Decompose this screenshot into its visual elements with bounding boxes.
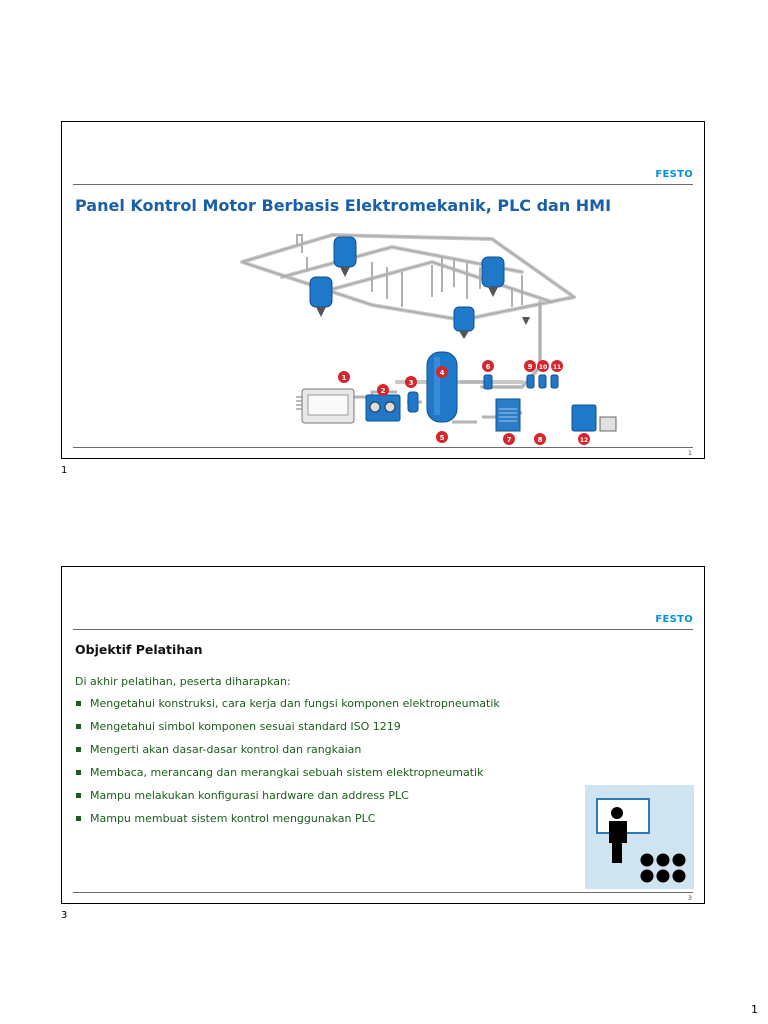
page-number: 1 xyxy=(751,1003,758,1016)
marker-2: 2 xyxy=(381,387,386,395)
bullet-square-icon xyxy=(76,793,81,798)
marker-4: 4 xyxy=(440,369,445,377)
presenter-audience-icon xyxy=(585,785,694,889)
marker-5: 5 xyxy=(440,434,445,442)
header-rule xyxy=(73,184,693,185)
slide-1-title: Panel Kontrol Motor Berbasis Elektromeka… xyxy=(75,196,612,215)
header-rule xyxy=(73,629,693,630)
marker-10: 10 xyxy=(539,364,547,371)
bullet-square-icon xyxy=(76,816,81,821)
marker-9: 9 xyxy=(528,363,533,371)
bullet-square-icon xyxy=(76,701,81,706)
list-item: Mengetahui konstruksi, cara kerja dan fu… xyxy=(75,697,500,720)
slide-1: FESTO Panel Kontrol Motor Berbasis Elekt… xyxy=(61,121,705,459)
bullet-square-icon xyxy=(76,770,81,775)
handout-number-1: 1 xyxy=(61,465,68,476)
marker-12: 12 xyxy=(580,437,588,444)
handout-number-3: 3 xyxy=(61,910,68,921)
marker-11: 11 xyxy=(553,364,561,371)
marker-1: 1 xyxy=(342,374,347,382)
slide-3-intro: Di akhir pelatihan, peserta diharapkan: xyxy=(75,675,291,688)
slide-3-page-number: 3 xyxy=(688,895,692,902)
compressed-air-system-diagram: 1 2 3 4 5 6 7 8 9 10 11 12 xyxy=(240,233,617,445)
slide-1-page-number: 1 xyxy=(688,450,692,457)
footer-rule xyxy=(73,892,693,893)
diagram-markers: 1 2 3 4 5 6 7 8 9 10 11 12 xyxy=(338,360,590,445)
festo-logo: FESTO xyxy=(655,614,693,625)
festo-logo: FESTO xyxy=(655,169,693,180)
marker-6: 6 xyxy=(486,363,491,371)
list-item: Mampu membuat sistem kontrol menggunakan… xyxy=(75,812,500,835)
bullet-square-icon xyxy=(76,724,81,729)
slide-3: FESTO Objektif Pelatihan Di akhir pelati… xyxy=(61,566,705,904)
list-item: Mengetahui simbol komponen sesuai standa… xyxy=(75,720,500,743)
slide-3-title: Objektif Pelatihan xyxy=(75,642,203,657)
footer-rule xyxy=(73,447,693,448)
marker-3: 3 xyxy=(409,379,414,387)
list-item: Mengerti akan dasar-dasar kontrol dan ra… xyxy=(75,743,500,766)
marker-8: 8 xyxy=(538,436,543,444)
list-item: Membaca, merancang dan merangkai sebuah … xyxy=(75,766,500,789)
objectives-list: Mengetahui konstruksi, cara kerja dan fu… xyxy=(75,697,500,835)
list-item: Mampu melakukan konfigurasi hardware dan… xyxy=(75,789,500,812)
marker-7: 7 xyxy=(507,436,512,444)
bullet-square-icon xyxy=(76,747,81,752)
